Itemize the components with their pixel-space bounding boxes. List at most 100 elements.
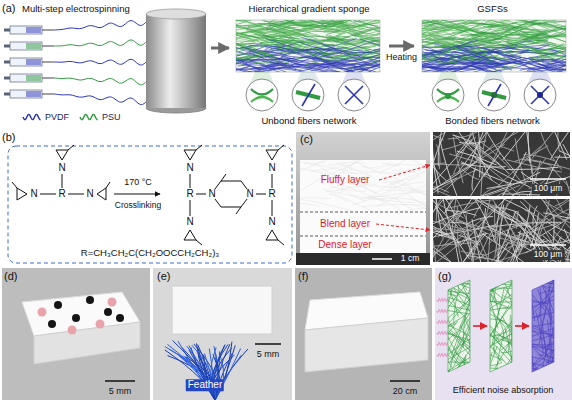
fiber — [383, 190, 426, 195]
fiber-strand — [531, 86, 549, 104]
fiber — [422, 66, 460, 69]
fiber — [482, 132, 538, 154]
layer-label: Dense layer — [318, 239, 371, 251]
fiber — [470, 272, 475, 300]
fiber — [440, 331, 457, 347]
scale-bar — [255, 343, 281, 345]
fiber — [243, 53, 283, 65]
stage-heading: Multi-step electrospinning — [22, 3, 130, 15]
fiber — [402, 205, 426, 210]
sound-wave — [437, 342, 448, 345]
fiber — [328, 163, 347, 165]
bond — [196, 194, 206, 195]
fiber — [520, 30, 548, 37]
fiber-pair — [251, 97, 273, 102]
fiber — [483, 333, 528, 348]
bond — [40, 194, 56, 195]
atom-label: N — [58, 162, 65, 174]
fiber — [433, 236, 468, 262]
layer-fibers — [456, 250, 544, 402]
fiber — [433, 227, 436, 262]
fiber — [433, 132, 449, 179]
fiber — [438, 288, 484, 327]
fiber — [259, 31, 292, 36]
fiber — [503, 305, 525, 309]
atom-label: N — [186, 162, 193, 174]
fiber — [464, 302, 485, 329]
feather-barb — [215, 349, 241, 400]
fiber — [502, 194, 540, 195]
fiber — [503, 296, 530, 301]
fiber — [533, 367, 547, 379]
fiber — [492, 343, 533, 391]
syringe-needle — [42, 46, 54, 47]
sponge-fibers — [236, 20, 380, 72]
fiber — [557, 270, 560, 325]
fiber — [236, 20, 248, 21]
fiber — [436, 314, 469, 378]
sem-fibers — [433, 199, 570, 262]
fiber — [295, 66, 346, 72]
fiber — [486, 342, 515, 375]
dashed-frame — [8, 146, 292, 263]
fiber — [472, 231, 476, 262]
syringe-body — [10, 42, 42, 50]
fiber — [453, 132, 490, 169]
sound-wave — [437, 298, 448, 301]
bond — [190, 174, 191, 188]
network-circle — [338, 79, 370, 111]
fiber — [506, 51, 558, 54]
fiber — [488, 231, 504, 244]
fiber — [546, 359, 566, 362]
fiber — [327, 190, 387, 200]
scale-label: 100 μm — [532, 184, 565, 194]
panel-background — [435, 268, 572, 400]
fiber — [334, 47, 380, 63]
methyl-bond — [196, 145, 202, 150]
fiber — [474, 203, 482, 218]
fiber — [478, 208, 486, 238]
layer-fibers — [502, 259, 572, 396]
aziridine-ring — [184, 230, 196, 240]
scale-bar — [530, 244, 566, 246]
fiber — [534, 49, 566, 51]
legend-sample — [22, 112, 42, 122]
fiber — [476, 269, 498, 306]
fiber — [531, 48, 566, 59]
fiber — [291, 61, 318, 62]
fiber — [433, 223, 463, 231]
fiber — [488, 227, 529, 243]
fiber — [347, 61, 380, 68]
condition-label: 170 °C — [124, 177, 152, 187]
syringe-plunger — [4, 61, 10, 64]
fiber — [343, 24, 380, 29]
fiber — [542, 259, 559, 308]
fiber — [380, 160, 421, 172]
sound-wave — [437, 331, 448, 334]
fiber — [482, 233, 536, 262]
legend: PVDFPSU — [22, 112, 131, 122]
fiber — [433, 292, 456, 296]
fiber — [540, 302, 542, 328]
fiber — [474, 38, 519, 39]
fiber — [482, 311, 489, 339]
feather-barb — [215, 356, 224, 400]
fiber — [453, 137, 463, 183]
bond — [272, 174, 273, 188]
process-condition: Heating — [385, 52, 418, 63]
fiber — [304, 163, 358, 174]
formula-label: R=CH₃CH₂C(CH₂OOCCH₂CH₂)₃ — [81, 248, 219, 259]
syringe-solution — [26, 27, 41, 33]
fiber — [541, 313, 559, 375]
figure-stage: GSFSsBonded fibers network — [415, 2, 570, 128]
piperazine-ring — [215, 199, 247, 207]
pink-ball — [108, 298, 117, 307]
fiber — [462, 355, 465, 390]
fiber — [476, 60, 501, 65]
pink-ball — [68, 326, 77, 335]
drum-bottom — [146, 108, 206, 113]
fiber — [433, 210, 458, 253]
panel-letter: (d) — [4, 270, 17, 283]
fiber — [532, 199, 570, 228]
fiber — [538, 199, 554, 219]
